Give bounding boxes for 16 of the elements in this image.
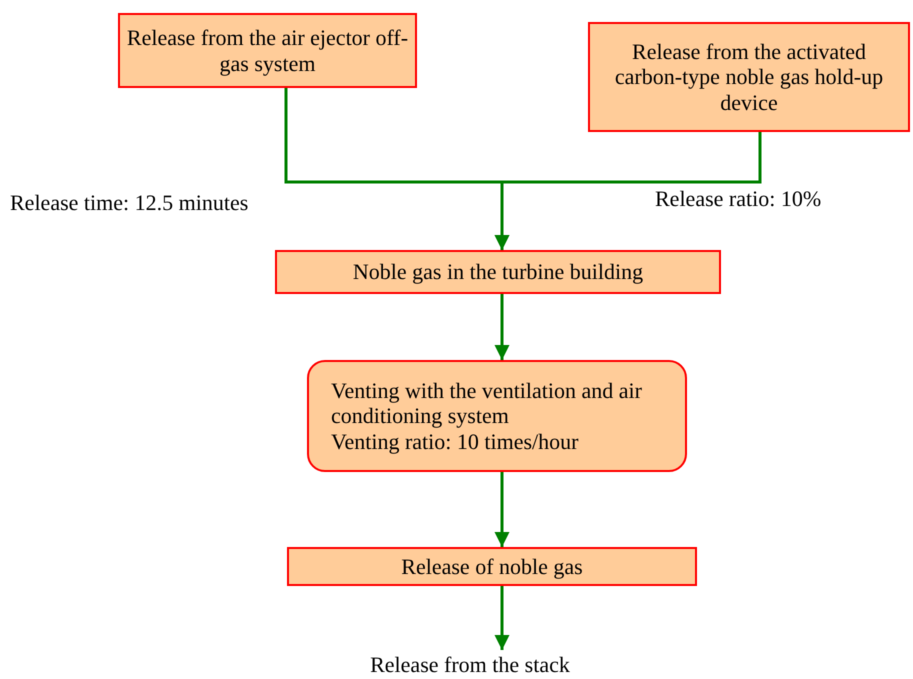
process-box xyxy=(287,547,697,586)
node-text: Noble gas in the turbine building xyxy=(352,259,644,285)
process-box xyxy=(307,360,687,472)
process-box xyxy=(588,22,910,132)
process-box xyxy=(275,250,721,294)
arrow xyxy=(494,132,762,250)
arrow xyxy=(494,472,510,547)
node-text: Release of noble gas xyxy=(401,554,583,580)
node-text: Venting with the ventilation and air conditioning system xyxy=(331,378,643,429)
arrow xyxy=(494,294,510,360)
arrow xyxy=(494,586,510,650)
node-text: Venting ratio: 10 times/hour xyxy=(331,428,578,454)
node-text: Release from the stack xyxy=(370,652,570,678)
node-text: Release from the activated carbon-type noble gas hold-up device xyxy=(614,39,884,115)
process-box xyxy=(118,13,417,88)
node-text: Release from the air ejector off-gas system xyxy=(126,25,409,76)
